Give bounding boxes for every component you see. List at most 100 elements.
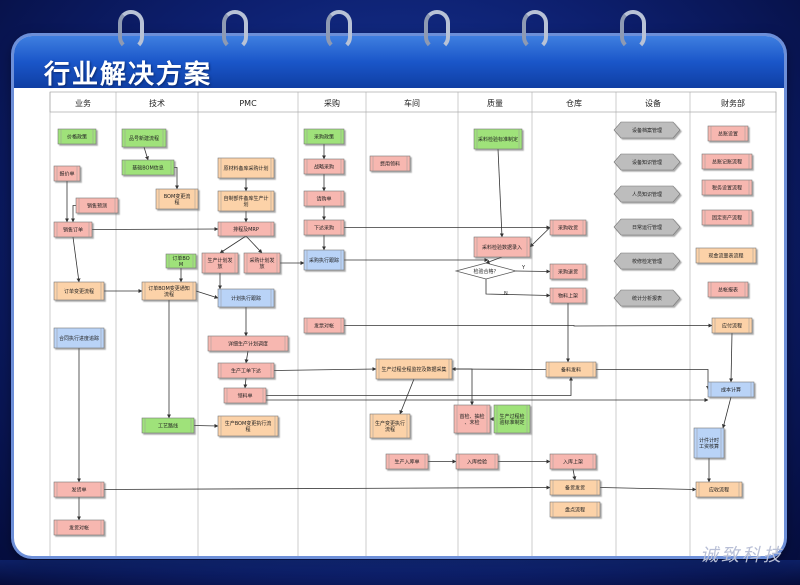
connector [266, 376, 573, 396]
node-sbda: 设备档案管理 [613, 121, 681, 139]
node-label: 、末检 [464, 419, 479, 426]
node-label: 采料检验标准制定 [478, 136, 518, 143]
node-rkjy: 入库检验 [455, 453, 499, 470]
lane-header: 技术 [149, 98, 165, 108]
node-label: 下达采购 [314, 224, 334, 231]
node-lljy: 采料检验数据录入 [473, 236, 531, 258]
node-label: 采料检验数据录入 [482, 244, 522, 251]
node-htzx: 合同执行进度追踪 [53, 327, 105, 349]
node-jcbom: 基础BOM信息 [121, 159, 175, 176]
node-scrk: 生产入库单 [385, 453, 429, 470]
node-label: 请购单 [316, 195, 331, 202]
connector [596, 369, 710, 390]
node-xsyc: 销售预测 [75, 197, 119, 214]
connector [721, 396, 732, 429]
connector [599, 487, 697, 492]
node-label: BOM变更流 [164, 193, 191, 200]
connector [245, 235, 263, 254]
node-label: 验标准制定 [499, 419, 524, 426]
node-jgzc: 价格政策 [57, 128, 97, 145]
node-label: 生产过程检 [499, 413, 524, 420]
node-label: 生产工单下达 [231, 367, 261, 374]
node-label: 生产入库单 [394, 458, 419, 465]
node-cljy: 采料检验标准制定 [473, 128, 523, 150]
node-label: 工资核算 [699, 443, 719, 450]
node-label: 合同执行进度追踪 [59, 335, 99, 342]
node-label: 排程及MRP [233, 226, 259, 233]
connector [103, 485, 551, 490]
node-label: 流程 [164, 291, 174, 298]
connector [485, 256, 503, 264]
node-gylx: 工艺路线 [141, 417, 195, 434]
node-qgd: 请购单 [303, 190, 345, 207]
connector [344, 323, 713, 328]
node-label: 总账记账流程 [712, 158, 742, 165]
lane-header: 车间 [404, 98, 420, 108]
node-label: 应收流程 [709, 486, 729, 493]
node-label: 发货单 [71, 486, 86, 493]
connector [399, 378, 415, 415]
node-cgzc: 采购政策 [303, 128, 345, 145]
lane-header: 采购 [324, 98, 340, 108]
node-ryzs: 人员知识管理 [613, 185, 681, 203]
node-label: 备料发料 [561, 366, 581, 373]
node-label: 固定资产流程 [712, 214, 742, 221]
node-label: 税务设置流程 [712, 184, 742, 191]
node-pc: 排程及MRP [217, 221, 275, 237]
node-jhzx: 计划执行跟踪 [217, 288, 275, 308]
connector [485, 279, 551, 298]
node-label: 报价单 [59, 170, 74, 177]
node-yslc: 应收流程 [695, 481, 743, 498]
node-label: 入库检验 [467, 458, 487, 465]
node-label: 工艺路线 [158, 422, 178, 429]
connector [515, 269, 551, 274]
node-label: 设备档案管理 [632, 127, 662, 134]
node-gdzc: 固定资产流程 [701, 209, 753, 226]
node-label: 生产BOM变更执行流 [225, 420, 272, 427]
node-label: 价格政策 [67, 133, 87, 140]
node-label: 现金流量表流程 [708, 252, 743, 259]
connector [72, 236, 81, 283]
node-yflc: 应付流程 [711, 317, 753, 334]
node-label: 销售订单 [63, 226, 83, 233]
node-jyhg-decision: 检验合格？YN [454, 262, 526, 297]
connector [91, 227, 219, 232]
node-label: 订单BO [172, 255, 189, 262]
node-jyjz: 首检、抽检、末检 [453, 404, 491, 434]
node-fhd: 发货单 [53, 481, 105, 498]
node-zzjz: 总账记账流程 [701, 153, 753, 170]
binder-ring [326, 10, 352, 50]
node-label: 应付流程 [722, 322, 742, 329]
node-label: 日常运行管理 [632, 224, 662, 231]
node-fhdz: 发货对帐 [53, 519, 105, 536]
node-label: 基础BOM信息 [132, 164, 164, 171]
node-scgc: 生产过程全程监控及数据采集 [375, 358, 453, 380]
binder-ring [620, 10, 646, 50]
connector [71, 205, 76, 223]
binder-ring [118, 10, 144, 50]
node-label: 校修检定管理 [632, 258, 662, 265]
binder-ring [222, 10, 248, 50]
node-label: 统计分析报表 [632, 295, 662, 302]
node-label: 放 [259, 263, 264, 270]
node-ddbg: 订单变更流程 [53, 281, 105, 301]
connector [497, 148, 504, 238]
connector [452, 368, 474, 406]
node-zzsz: 总账设置 [707, 125, 749, 142]
node-label: 程 [245, 426, 250, 433]
node-label: 原材料备库采购计划 [223, 165, 268, 172]
node-label: 领料单 [237, 392, 252, 399]
node-label: 生产过程全程监控及数据采集 [381, 366, 446, 373]
node-rcyx: 日常运行管理 [613, 218, 681, 236]
node-label: 战略采购 [314, 163, 334, 170]
node-cgzxgz: 采购执行跟踪 [303, 249, 345, 271]
node-blfl: 备料发料 [545, 361, 597, 378]
